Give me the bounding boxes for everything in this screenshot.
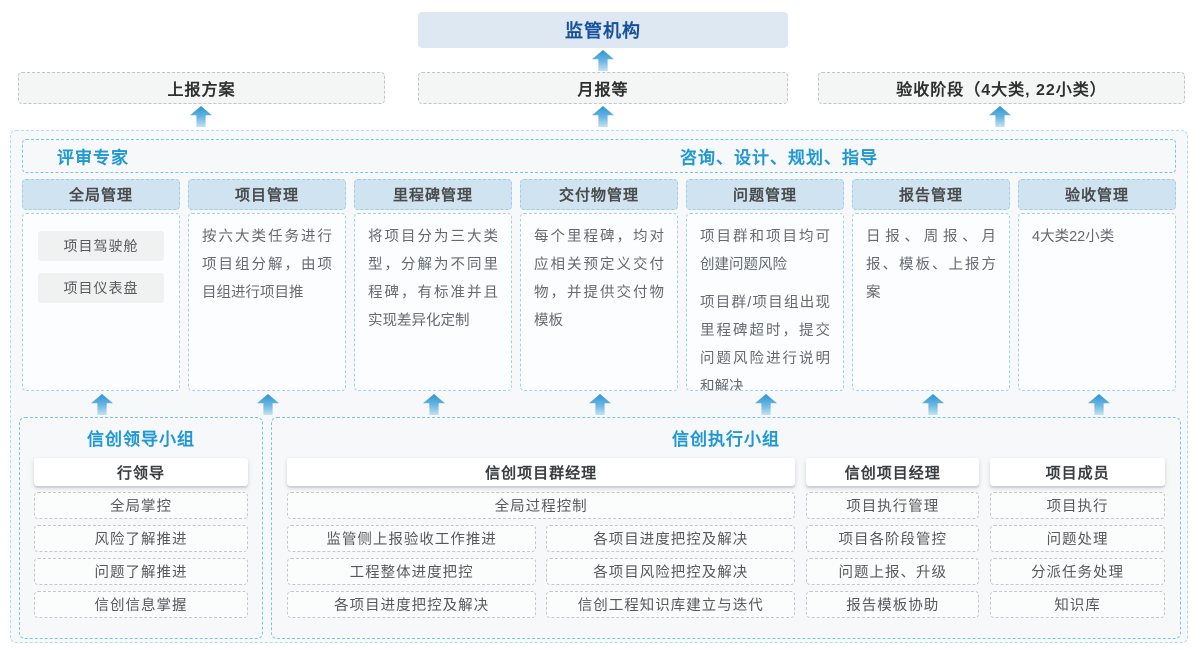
- pm-item: 报告模板协助: [806, 591, 980, 618]
- program-manager-section: 信创项目群经理 全局过程控制 监管侧上报验收工作推进 各项目进度把控及解决 工程…: [287, 458, 796, 618]
- role-project-manager: 信创项目经理: [806, 458, 980, 486]
- column-global-management: 全局管理 项目驾驶舱 项目仪表盘: [22, 179, 180, 391]
- project-manager-section: 信创项目经理 项目执行管理 项目各阶段管控 问题上报、升级 报告模板协助: [806, 458, 980, 618]
- exec-group: 信创执行小组 信创项目群经理 全局过程控制 监管侧上报验收工作推进 各项目进度把…: [271, 417, 1181, 639]
- member-item: 分派任务处理: [990, 558, 1165, 585]
- column-body: 日报、周报、月报、模板、上报方案: [852, 213, 1010, 391]
- column-report-management: 报告管理 日报、周报、月报、模板、上报方案: [852, 179, 1010, 391]
- column-header: 验收管理: [1018, 179, 1176, 210]
- up-arrow-icon: [589, 394, 611, 415]
- pgm-item: 各项目风险把控及解决: [546, 558, 796, 585]
- column-body: 项目驾驶舱 项目仪表盘: [22, 213, 180, 391]
- role-bank-leader: 行领导: [34, 458, 248, 486]
- member-item: 知识库: [990, 591, 1165, 618]
- pm-item: 项目各阶段管控: [806, 525, 980, 552]
- up-arrow-icon: [190, 106, 212, 127]
- column-header: 全局管理: [22, 179, 180, 210]
- column-header: 问题管理: [686, 179, 844, 210]
- column-body: 项目群和项目均可创建问题风险 项目群/项目组出现里程碑超时，提交问题风险进行说明…: [686, 213, 844, 391]
- up-arrow-icon: [922, 394, 944, 415]
- column-deliverable-management: 交付物管理 每个里程碑，均对应相关预定义交付物，并提供交付物模板: [520, 179, 678, 391]
- column-issue-management: 问题管理 项目群和项目均可创建问题风险 项目群/项目组出现里程碑超时，提交问题风…: [686, 179, 844, 391]
- leader-item: 全局掌控: [34, 492, 248, 519]
- pgm-item-grid: 监管侧上报验收工作推进 各项目进度把控及解决 工程整体进度把控 各项目风险把控及…: [287, 519, 796, 618]
- up-arrow-icon: [257, 394, 279, 415]
- column-text: 按六大类任务进行项目组分解，由项目组进行项目推: [202, 229, 332, 301]
- management-columns: 全局管理 项目驾驶舱 项目仪表盘 项目管理 按六大类任务进行项目组分解，由项目组…: [22, 179, 1176, 391]
- leader-group-title: 信创领导小组: [87, 430, 195, 449]
- regulator-box: 监管机构: [418, 12, 788, 48]
- up-arrow-icon: [592, 106, 614, 127]
- project-cockpit-box: 项目驾驶舱: [38, 231, 164, 261]
- up-arrow-icon: [1088, 394, 1110, 415]
- pm-item: 项目执行管理: [806, 492, 980, 519]
- leader-item: 风险了解推进: [34, 525, 248, 552]
- exec-group-body: 信创项目群经理 全局过程控制 监管侧上报验收工作推进 各项目进度把控及解决 工程…: [287, 458, 1165, 618]
- channel-label: 验收阶段（4大类, 22小类）: [896, 82, 1107, 99]
- up-arrow-icon: [989, 106, 1011, 127]
- column-body: 4大类22小类: [1018, 213, 1176, 391]
- pgm-item: 信创工程知识库建立与迭代: [546, 591, 796, 618]
- project-member-section: 项目成员 项目执行 问题处理 分派任务处理 知识库: [990, 458, 1165, 618]
- column-header: 项目管理: [188, 179, 346, 210]
- column-header: 交付物管理: [520, 179, 678, 210]
- exec-group-title: 信创执行小组: [672, 430, 780, 449]
- pgm-item: 监管侧上报验收工作推进: [287, 525, 537, 552]
- column-text: 项目群/项目组出现里程碑超时，提交问题风险进行说明和解决: [700, 295, 830, 391]
- member-item: 项目执行: [990, 492, 1165, 519]
- column-milestone-management: 里程碑管理 将项目分为三大类型，分解为不同里程碑，有标准并且实现差异化定制: [354, 179, 512, 391]
- column-header: 报告管理: [852, 179, 1010, 210]
- column-text: 4大类22小类: [1032, 229, 1115, 245]
- channel-acceptance-stage: 验收阶段（4大类, 22小类）: [818, 72, 1185, 104]
- column-body: 每个里程碑，均对应相关预定义交付物，并提供交付物模板: [520, 213, 678, 391]
- channel-monthly-report: 月报等: [418, 72, 788, 104]
- column-body: 将项目分为三大类型，分解为不同里程碑，有标准并且实现差异化定制: [354, 213, 512, 391]
- review-experts-label: 评审专家: [57, 148, 129, 168]
- project-dashboard-box: 项目仪表盘: [38, 273, 164, 303]
- column-acceptance-management: 验收管理 4大类22小类: [1018, 179, 1176, 391]
- member-item: 问题处理: [990, 525, 1165, 552]
- column-text: 项目群和项目均可创建问题风险: [700, 229, 830, 273]
- up-arrow-icon: [91, 394, 113, 415]
- pgm-item: 各项目进度把控及解决: [287, 591, 537, 618]
- pgm-item: 各项目进度把控及解决: [546, 525, 796, 552]
- column-text: 日报、周报、月报、模板、上报方案: [866, 229, 996, 301]
- consulting-label: 咨询、设计、规划、指导: [680, 148, 878, 168]
- leader-group: 信创领导小组 行领导 全局掌控 风险了解推进 问题了解推进 信创信息掌握: [19, 417, 263, 639]
- channel-label: 上报方案: [167, 82, 236, 99]
- regulator-label: 监管机构: [565, 21, 641, 41]
- column-project-management: 项目管理 按六大类任务进行项目组分解，由项目组进行项目推: [188, 179, 346, 391]
- platform-container: 评审专家 咨询、设计、规划、指导 全局管理 项目驾驶舱 项目仪表盘 项目管理 按…: [10, 130, 1188, 643]
- consult-header: 评审专家 咨询、设计、规划、指导: [22, 139, 1176, 173]
- column-header: 里程碑管理: [354, 179, 512, 210]
- up-arrow-icon: [755, 394, 777, 415]
- up-arrow-icon: [423, 394, 445, 415]
- pgm-item: 工程整体进度把控: [287, 558, 537, 585]
- column-body: 按六大类任务进行项目组分解，由项目组进行项目推: [188, 213, 346, 391]
- column-text: 将项目分为三大类型，分解为不同里程碑，有标准并且实现差异化定制: [368, 229, 498, 329]
- leader-item: 信创信息掌握: [34, 591, 248, 618]
- pm-item: 问题上报、升级: [806, 558, 980, 585]
- pgm-item: 全局过程控制: [287, 492, 796, 519]
- channel-label: 月报等: [577, 82, 629, 99]
- leader-item: 问题了解推进: [34, 558, 248, 585]
- role-program-manager: 信创项目群经理: [287, 458, 796, 486]
- column-text: 每个里程碑，均对应相关预定义交付物，并提供交付物模板: [534, 229, 664, 329]
- channel-report-plan: 上报方案: [18, 72, 385, 104]
- role-project-member: 项目成员: [990, 458, 1165, 486]
- up-arrow-icon: [592, 50, 614, 71]
